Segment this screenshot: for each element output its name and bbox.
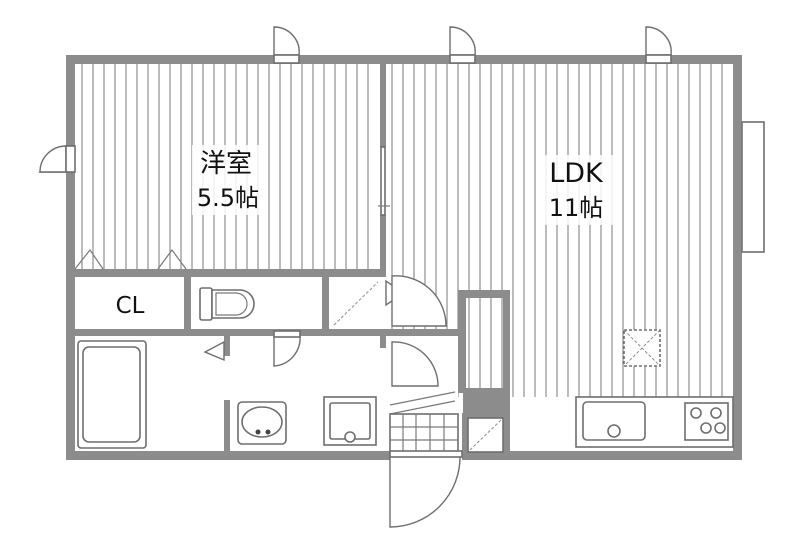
entrance-hall	[386, 275, 504, 528]
toilet-room	[191, 277, 322, 329]
left-door	[38, 144, 76, 173]
western-room-name: 洋室	[200, 149, 252, 179]
room-labels: 洋室 5.5帖 LDK 11帖 CL	[116, 149, 604, 319]
top-doors	[273, 26, 672, 64]
washroom	[230, 330, 380, 451]
ldk-name: LDK	[549, 158, 604, 189]
western-room-size: 5.5帖	[197, 184, 259, 212]
ldk-size: 11帖	[549, 194, 604, 222]
closet	[74, 248, 187, 329]
walls	[66, 55, 742, 460]
closet-label: CL	[116, 293, 145, 319]
windows	[378, 121, 765, 253]
kitchen	[575, 329, 734, 448]
bathroom	[75, 336, 225, 451]
